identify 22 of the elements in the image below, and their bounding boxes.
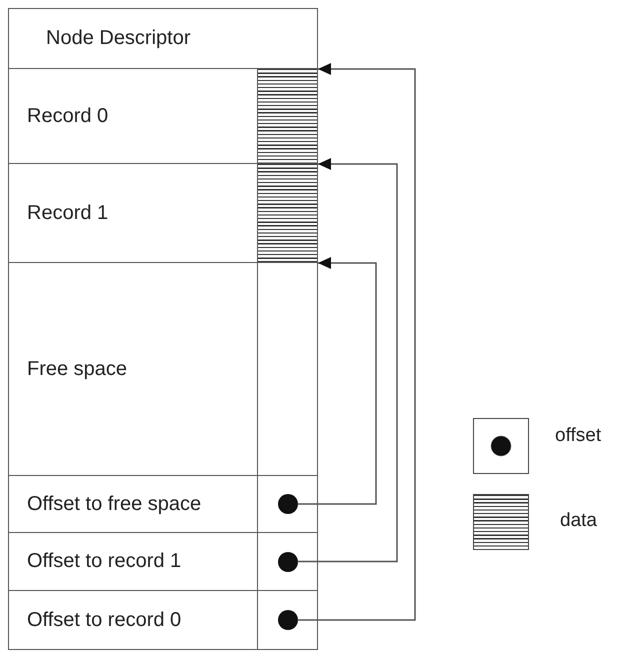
row-label: Record 1 — [26, 202, 108, 224]
arrow — [298, 158, 398, 562]
offset-dot — [278, 552, 298, 572]
row-label: Offset to free space — [26, 492, 202, 516]
offset-dot — [278, 494, 298, 514]
table-row — [9, 69, 317, 164]
data-block — [257, 164, 317, 262]
table-row — [9, 164, 317, 263]
row-label: Record 0 — [26, 104, 108, 128]
legend-label: offset — [555, 425, 602, 447]
row-label: Offset to record 1 — [26, 550, 182, 573]
table-row — [9, 533, 317, 591]
table-row — [9, 263, 317, 476]
offset-dot — [278, 610, 298, 630]
row-label: Free space — [26, 358, 128, 380]
arrow — [298, 257, 377, 505]
row-label: Node Descriptor — [45, 27, 191, 50]
arrow — [298, 63, 416, 621]
row-label: Offset to record 0 — [26, 608, 182, 632]
legend-label: data — [560, 510, 597, 532]
table-row — [9, 476, 317, 533]
data-block — [257, 69, 317, 163]
